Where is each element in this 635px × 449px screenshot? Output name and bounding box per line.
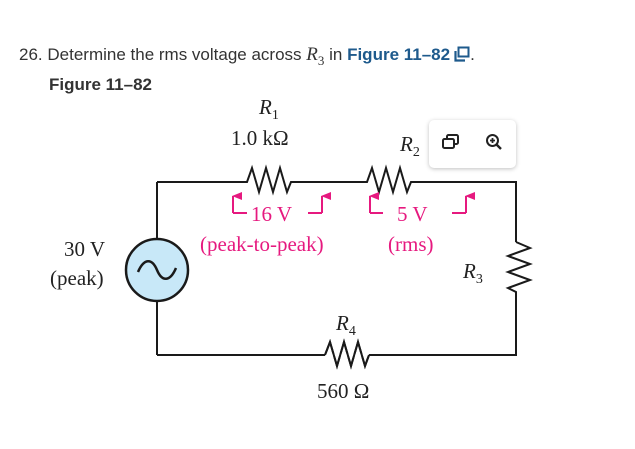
- measurement-r1: [232, 192, 331, 214]
- r4-label: R4: [335, 311, 356, 339]
- resistor-r3: [157, 241, 533, 356]
- source-note: (peak): [50, 266, 104, 290]
- r1-measure-value: 16 V: [251, 202, 292, 226]
- r1-label: R1: [258, 95, 279, 123]
- r1-measure-note: (peak-to-peak): [200, 232, 324, 256]
- zoom-in-icon: [485, 133, 503, 156]
- variable-r3: R3: [306, 44, 325, 68]
- ac-sine-wave-icon: [136, 260, 178, 280]
- figure-caption: Figure 11–82: [49, 75, 153, 94]
- r3-label: R3: [462, 259, 483, 287]
- copy-window-icon: [441, 133, 461, 156]
- question-number: 26.: [19, 45, 43, 64]
- open-image-button[interactable]: [437, 130, 465, 158]
- r2-measure-note: (rms): [388, 232, 434, 256]
- r2-label: R2: [399, 132, 420, 160]
- wire-top: [157, 164, 517, 242]
- r1-value: 1.0 kΩ: [231, 126, 289, 150]
- image-toolbar: [429, 120, 516, 168]
- figure-link[interactable]: Figure 11–82: [347, 45, 470, 64]
- zoom-in-button[interactable]: [480, 130, 508, 158]
- ac-source: [124, 237, 190, 303]
- question-text: 26. Determine the rms voltage across R3 …: [19, 44, 475, 68]
- r2-measure-value: 5 V: [397, 202, 428, 226]
- question-body: Determine the rms voltage across: [47, 45, 302, 64]
- measurement-r2: [369, 192, 475, 214]
- source-value: 30 V: [64, 237, 105, 261]
- open-in-new-window-icon: [454, 46, 470, 67]
- r4-value: 560 Ω: [317, 379, 369, 403]
